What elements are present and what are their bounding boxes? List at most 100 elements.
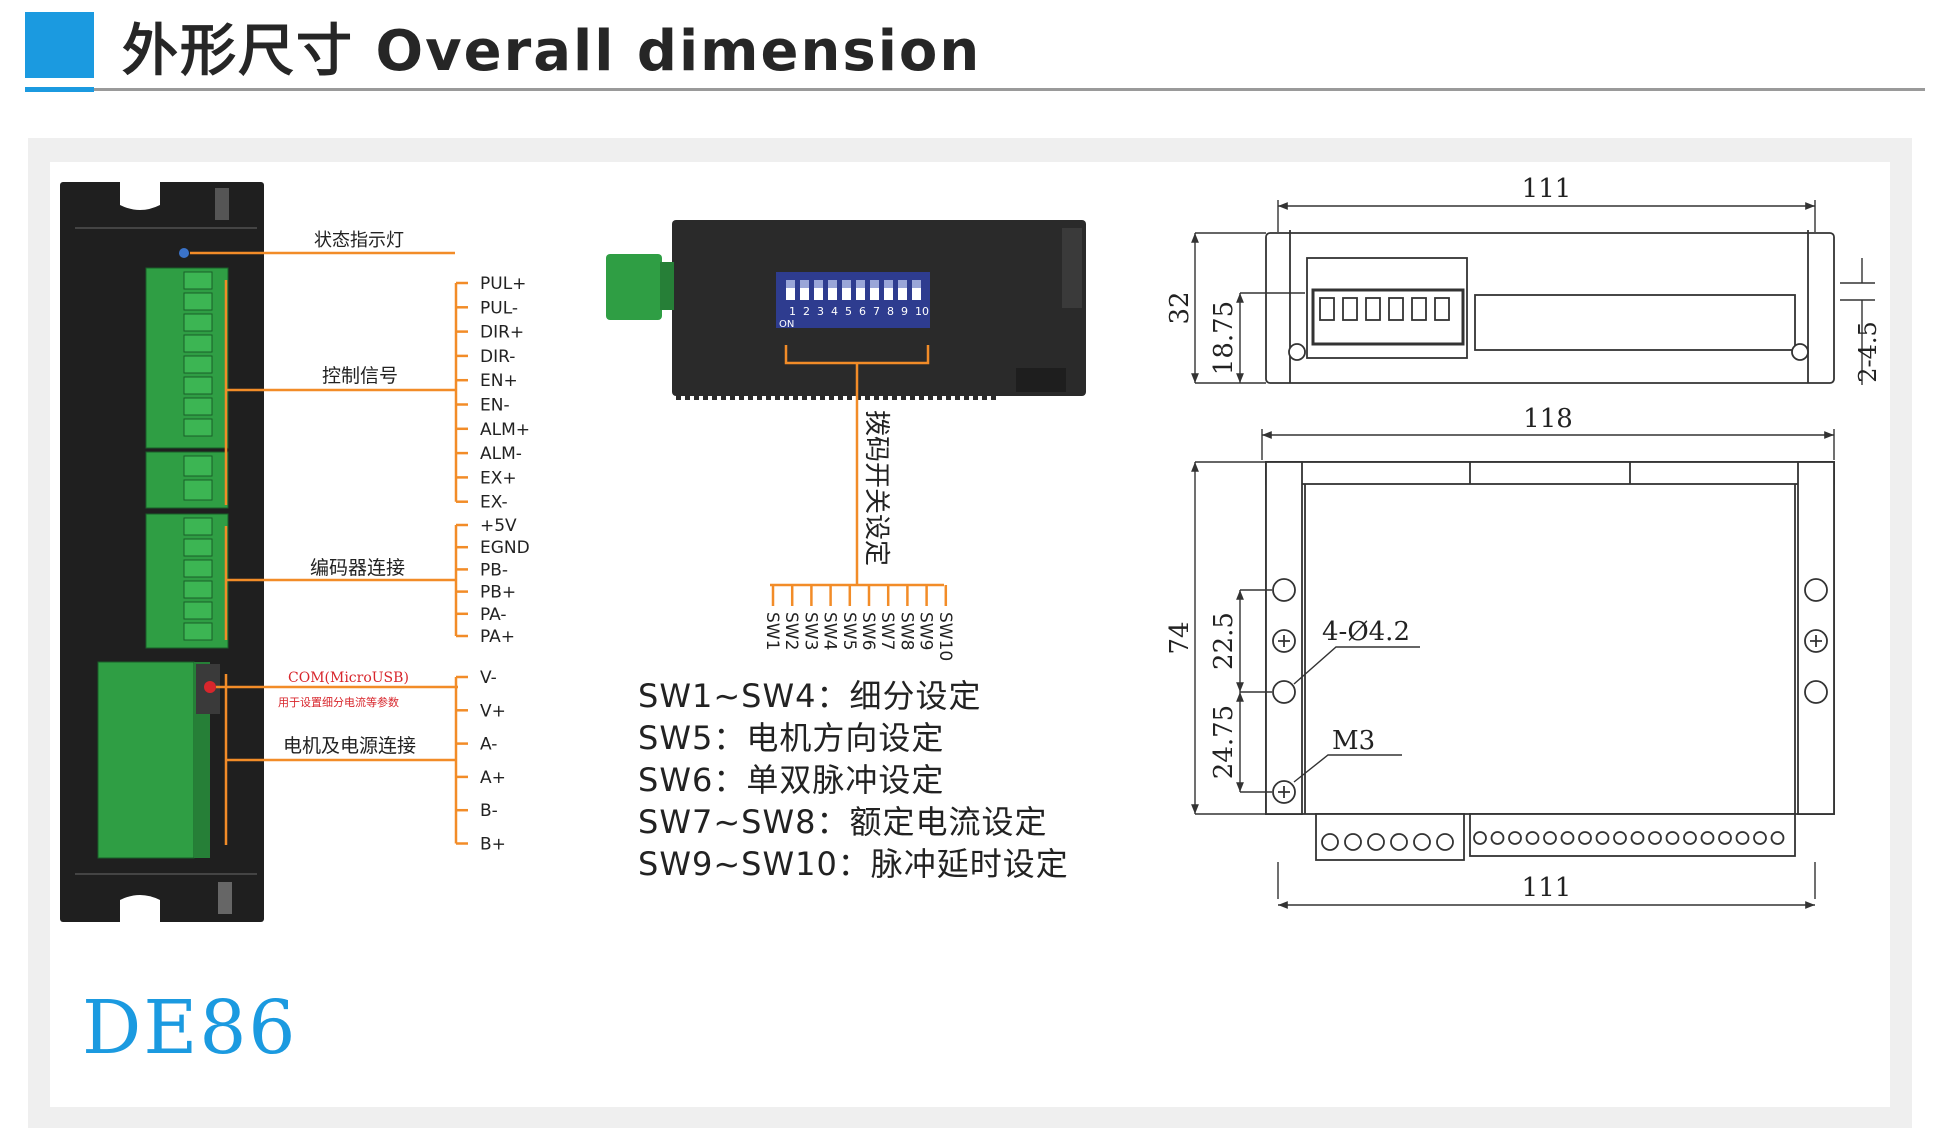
terminal-slot xyxy=(183,601,213,620)
dip-number: 3 xyxy=(817,305,824,318)
dimension-label: 24.75 xyxy=(1209,705,1239,779)
dip-switch xyxy=(884,280,893,300)
dip-number: 9 xyxy=(901,305,908,318)
pin-label: EN+ xyxy=(480,371,518,391)
dip-switch xyxy=(912,280,921,300)
sw-label: SW5 xyxy=(839,612,859,650)
dimension-label: 111 xyxy=(1522,873,1572,903)
terminal-slot xyxy=(183,580,213,599)
pin-label: PUL+ xyxy=(480,274,526,294)
terminal-slot xyxy=(183,559,213,578)
mounting-hole xyxy=(1804,680,1828,704)
bottom-tab xyxy=(218,882,232,914)
motor-power-label: 电机及电源连接 xyxy=(283,735,416,757)
pin-label: DIR+ xyxy=(480,323,524,343)
mounting-hole xyxy=(1804,578,1828,602)
dip-number: 8 xyxy=(887,305,894,318)
encoder-leader xyxy=(224,526,455,640)
legend-item: SW9~SW10：脉冲延时设定 xyxy=(638,845,1069,883)
page-title: 外形尺寸 Overall dimension xyxy=(122,19,982,84)
dimension-label: 2-4.5 xyxy=(1854,321,1882,383)
status-led xyxy=(179,248,189,258)
pin-label: PA- xyxy=(480,605,507,625)
dip-caption: 拨码开关设定 xyxy=(861,410,891,566)
pin-label: A+ xyxy=(480,768,506,788)
terminal-slot xyxy=(183,355,213,374)
model-label: DE86 xyxy=(82,985,298,1071)
pin-label: EX+ xyxy=(480,468,517,488)
front-view: 状态指示灯 控制信号 编码器连接 COM(MicroUSB) 用于设置细分电流等… xyxy=(60,182,530,922)
com-port-dot xyxy=(204,681,216,693)
dip-number: 1 xyxy=(789,305,796,318)
legend-item: SW1~SW4：细分设定 xyxy=(638,677,982,715)
dimension-label: 111 xyxy=(1522,174,1572,204)
dimension-label: 18.75 xyxy=(1209,301,1239,375)
dimension-label: 32 xyxy=(1165,291,1195,324)
pin-label: PUL- xyxy=(480,298,518,318)
terminal-slot xyxy=(183,397,213,416)
dip-number: 6 xyxy=(859,305,866,318)
dip-switch xyxy=(842,280,851,300)
pin-label: DIR- xyxy=(480,347,515,367)
terminal-slot xyxy=(183,271,213,290)
screw-label: M3 xyxy=(1332,726,1375,756)
terminal-slot xyxy=(183,538,213,557)
terminal-slot xyxy=(183,418,213,437)
top-slot-right xyxy=(1791,343,1809,361)
sw-label: SW9 xyxy=(916,612,936,650)
sw-label: SW4 xyxy=(820,612,840,650)
side-connector xyxy=(606,254,662,320)
terminal-slot xyxy=(183,376,213,395)
sw-label: SW6 xyxy=(858,612,878,650)
mount-notch-bottom xyxy=(120,895,160,922)
control-leader xyxy=(224,280,455,505)
legend-item: SW5：电机方向设定 xyxy=(638,719,945,757)
dip-number: 7 xyxy=(873,305,880,318)
terminal-slot xyxy=(183,313,213,332)
dip-number: 2 xyxy=(803,305,810,318)
pin-label: PA+ xyxy=(480,627,515,647)
header-accent-block xyxy=(25,12,94,78)
plan-view xyxy=(1265,461,1835,861)
pin-label: B- xyxy=(480,801,498,821)
legend-item: SW6：单双脉冲设定 xyxy=(638,761,945,799)
pin-label: ALM+ xyxy=(480,420,530,440)
dip-number: 4 xyxy=(831,305,838,318)
top-slot-left xyxy=(1288,343,1306,361)
dip-switch xyxy=(870,280,879,300)
top-tab xyxy=(215,188,229,220)
dip-on-label: ON xyxy=(779,319,794,330)
mount-notch-top xyxy=(120,182,160,210)
pin-label: PB- xyxy=(480,560,508,580)
sw-label: SW3 xyxy=(800,612,820,650)
power-leader xyxy=(224,674,455,845)
pin-label: V+ xyxy=(480,701,506,721)
pin-label: EGND xyxy=(480,538,530,558)
pin-label: +5V xyxy=(480,516,517,536)
dimension-label: 22.5 xyxy=(1209,612,1239,670)
dip-switch xyxy=(898,280,907,300)
dip-switch xyxy=(800,280,809,300)
terminal-slot xyxy=(183,517,213,536)
pin-label: EX- xyxy=(480,493,508,513)
terminal-slot xyxy=(183,479,213,501)
mounting-hole xyxy=(1272,578,1296,602)
pin-label: ALM- xyxy=(480,444,522,464)
sw-label: SW10 xyxy=(935,612,955,661)
control-signal-label: 控制信号 xyxy=(322,365,398,387)
status-led-label: 状态指示灯 xyxy=(314,230,404,251)
pin-label: EN- xyxy=(480,396,510,416)
com-port-note: 用于设置细分电流等参数 xyxy=(278,695,399,709)
top-view xyxy=(1265,230,1835,384)
dimension-label: 118 xyxy=(1523,404,1573,434)
dip-switch xyxy=(856,280,865,300)
holes-label: 4-Ø4.2 xyxy=(1322,617,1410,647)
dip-switch xyxy=(786,280,795,300)
dip-number: 10 xyxy=(915,305,929,318)
legend-item: SW7~SW8：额定电流设定 xyxy=(638,803,1048,841)
switch-legend: SW1~SW4：细分设定 SW5：电机方向设定 SW6：单双脉冲设定 SW7~S… xyxy=(638,675,1069,885)
header-rule-accent xyxy=(25,87,94,92)
sw-label: SW7 xyxy=(877,612,897,650)
